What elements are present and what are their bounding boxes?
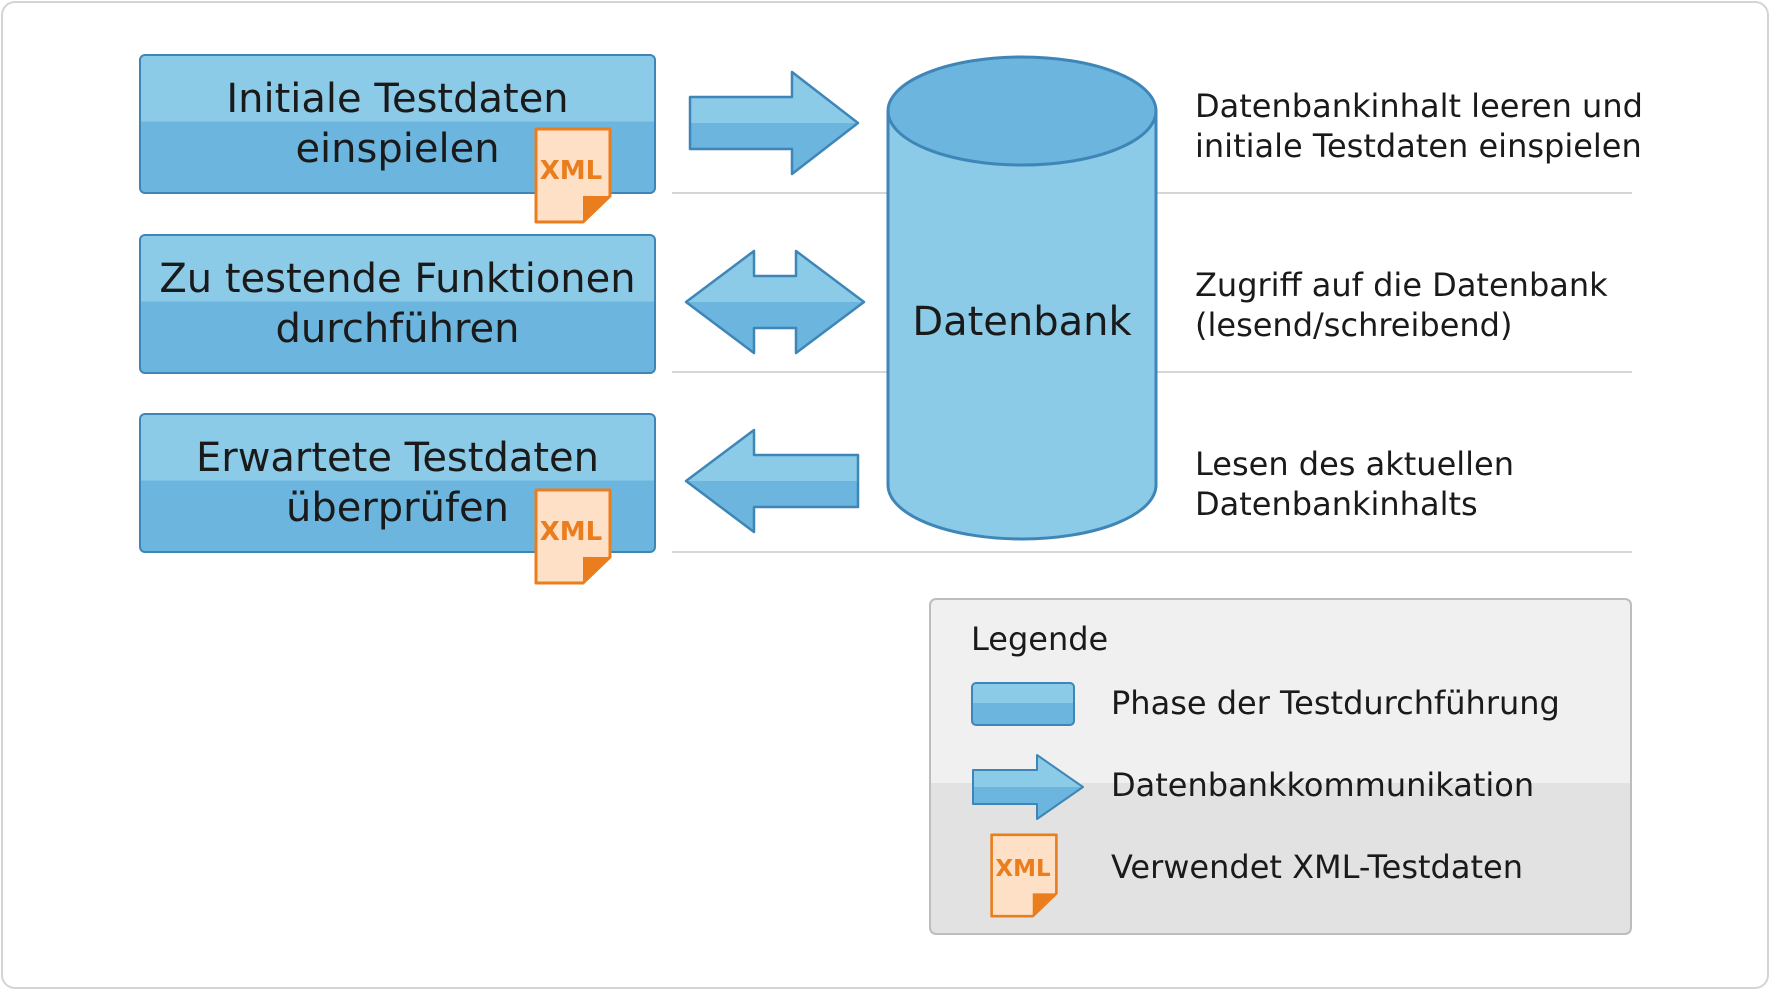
phase-label-line1: Initiale Testdaten bbox=[226, 76, 569, 122]
phase-execute-functions: Zu testende Funktionen durchführen bbox=[139, 234, 656, 374]
description-line1: Lesen des aktuellen bbox=[1195, 445, 1515, 483]
legend-title: Legende bbox=[971, 620, 1109, 658]
legend-label-phase: Phase der Testdurchführung bbox=[1111, 684, 1560, 722]
arrow-icon bbox=[972, 754, 1084, 820]
xml-file-icon: XML bbox=[989, 832, 1059, 918]
database-cylinder-icon bbox=[886, 55, 1158, 541]
xml-file-icon: XML bbox=[533, 487, 613, 585]
description-line2: (lesend/schreibend) bbox=[1195, 306, 1513, 344]
description-line1: Zugriff auf die Datenbank bbox=[1195, 266, 1608, 304]
description-line2: initiale Testdaten einspielen bbox=[1195, 127, 1642, 165]
xml-icon-label: XML bbox=[995, 856, 1051, 882]
legend-panel: Legende Phase der Testdurchführung Daten… bbox=[929, 598, 1632, 935]
legend-label-db-communication: Datenbankkommunikation bbox=[1111, 766, 1535, 804]
phase-initial-testdata: Initiale Testdaten einspielen bbox=[139, 54, 656, 194]
description-row-2: Zugriff auf die Datenbank (lesend/schrei… bbox=[1195, 265, 1608, 345]
xml-file-icon: XML bbox=[533, 126, 613, 224]
phase-label-line2: durchführen bbox=[275, 306, 520, 352]
bidirectional-arrow-icon bbox=[684, 249, 866, 355]
phase-box-swatch bbox=[971, 682, 1075, 726]
database-label: Datenbank bbox=[912, 299, 1132, 345]
description-line1: Datenbankinhalt leeren und bbox=[1195, 87, 1643, 125]
legend-label-xml-testdata: Verwendet XML-Testdaten bbox=[1111, 848, 1523, 886]
xml-icon-label: XML bbox=[539, 156, 603, 186]
description-row-1: Datenbankinhalt leeren und initiale Test… bbox=[1195, 86, 1643, 166]
right-arrow-icon bbox=[688, 70, 860, 176]
phase-label-line1: Zu testende Funktionen bbox=[159, 256, 636, 302]
description-line2: Datenbankinhalts bbox=[1195, 485, 1478, 523]
phase-label-line1: Erwartete Testdaten bbox=[195, 435, 599, 481]
xml-icon-label: XML bbox=[539, 517, 603, 547]
left-arrow-icon bbox=[684, 428, 860, 534]
description-row-3: Lesen des aktuellen Datenbankinhalts bbox=[1195, 444, 1514, 524]
phase-label-line2: einspielen bbox=[295, 126, 500, 172]
phase-label-line2: überprüfen bbox=[285, 485, 510, 531]
row-separator bbox=[672, 551, 1632, 553]
